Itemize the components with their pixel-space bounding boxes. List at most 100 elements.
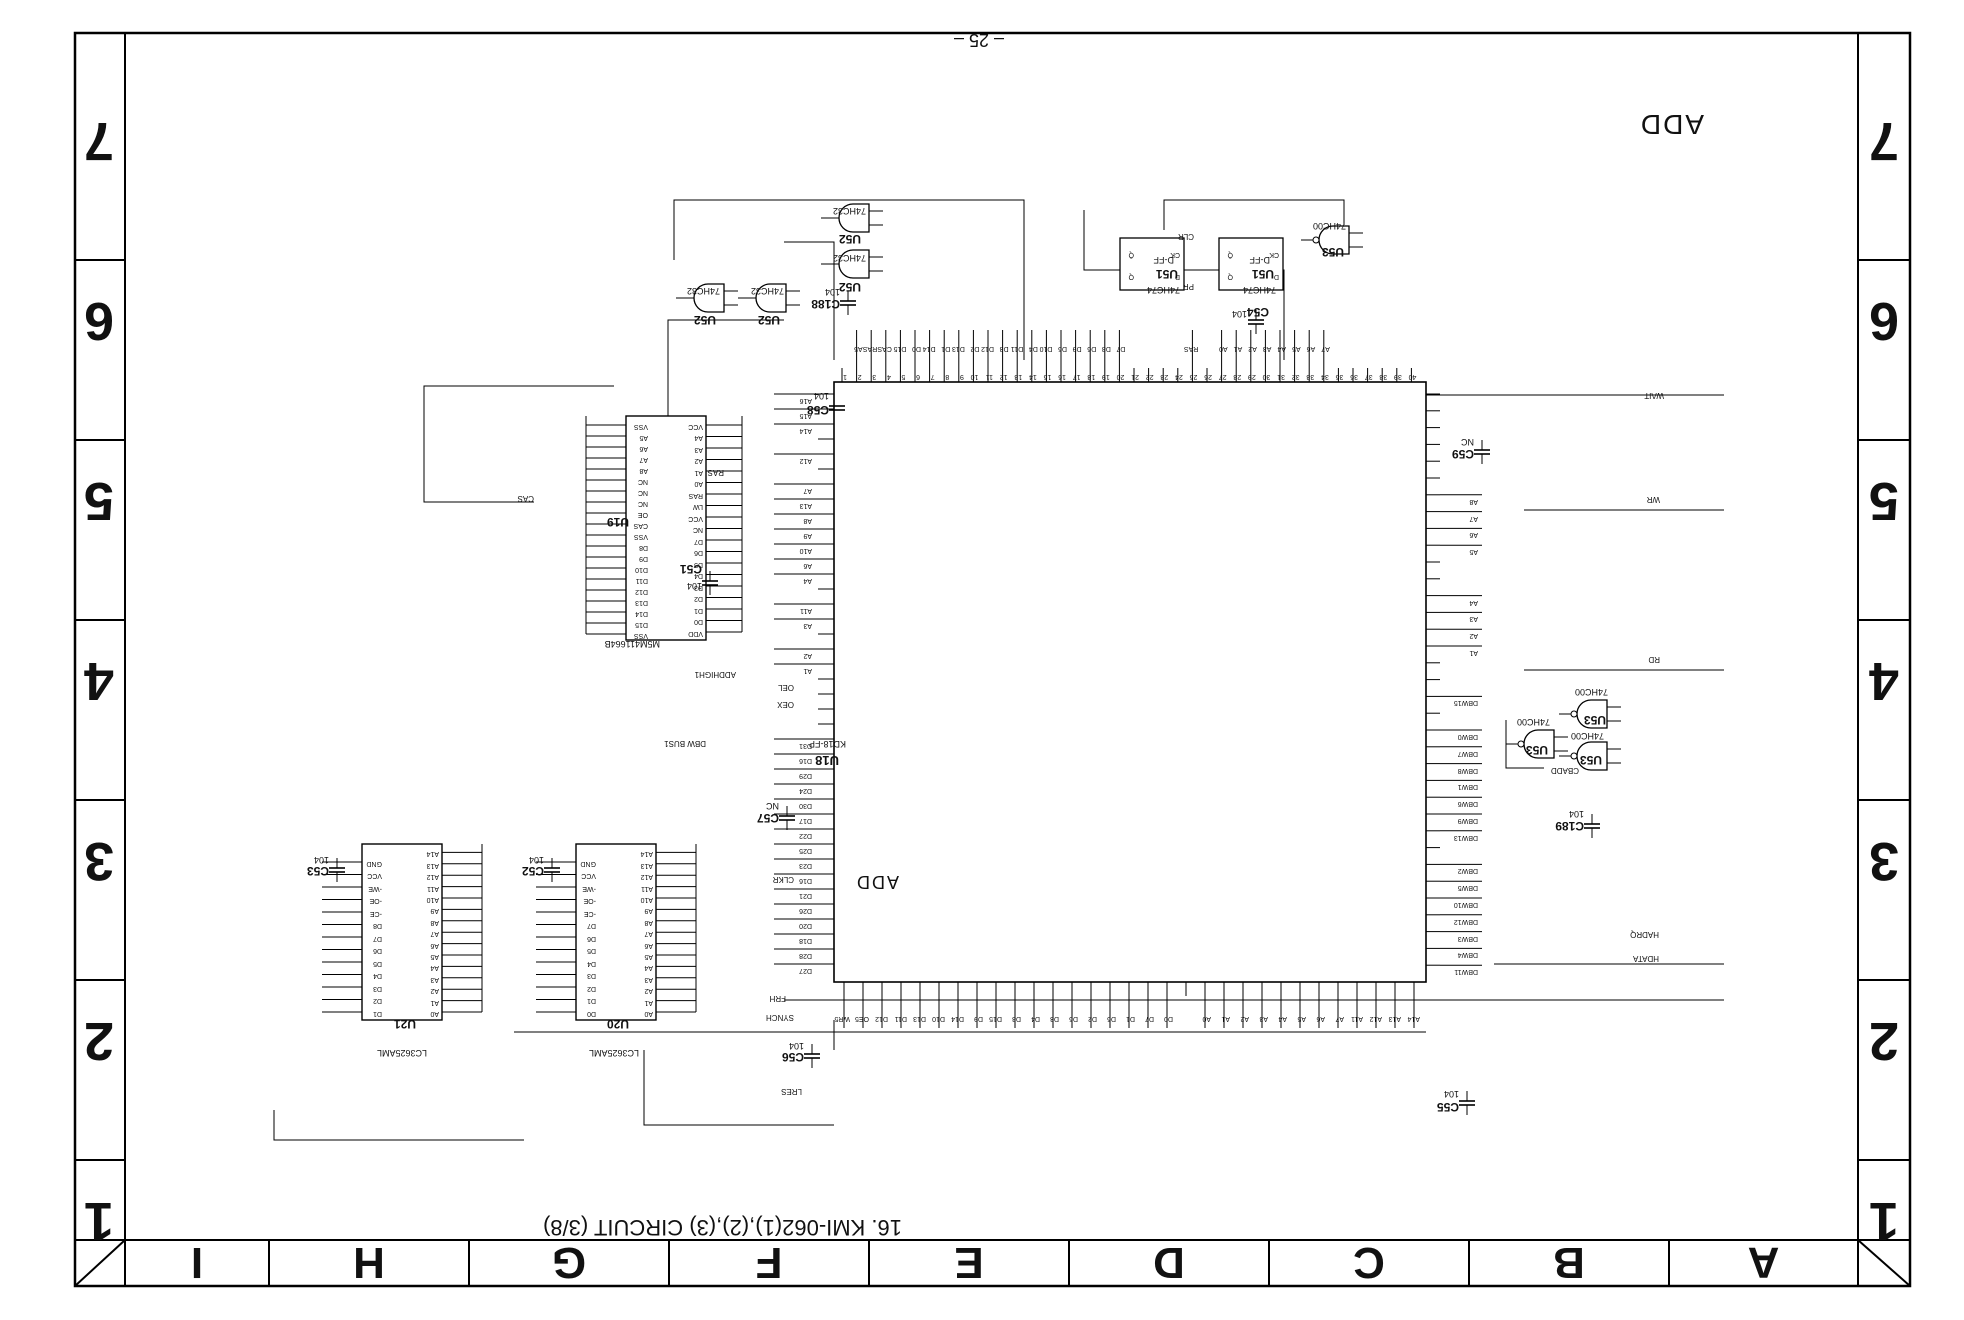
u19-left-pin-name: D7: [694, 538, 703, 545]
u18-top-net: D8: [1101, 345, 1111, 352]
u18-top-net: CAS: [877, 345, 892, 352]
u18-left-net: DBW11: [1454, 968, 1478, 976]
u19-left-pin-name: A1: [694, 469, 703, 476]
signal-cas: CAS: [517, 494, 534, 503]
u18-bottom-net: A11: [1351, 1015, 1363, 1022]
u18-top-pin-no: 8: [945, 373, 950, 380]
u18-center-label: ADD: [854, 872, 899, 892]
u19-left-pin-name: D0: [694, 618, 703, 626]
u18-ref: U18: [815, 753, 839, 768]
u18-right-net: D25: [799, 847, 812, 854]
u18-left-net: DBW13: [1453, 833, 1478, 841]
u18-top-pin-no: 38: [1379, 373, 1388, 380]
component-bodies: [329, 203, 1608, 1106]
u18-bottom-net: D9: [974, 1015, 983, 1022]
u18-top-pin-no: 16: [1058, 373, 1066, 380]
u53b-ref: U53: [1579, 753, 1602, 767]
u20-body: [575, 843, 657, 1021]
u18-left-net: A4: [1469, 598, 1478, 606]
u21-right-pin-name: D3: [373, 985, 382, 992]
u18-left-net: DBW15: [1453, 699, 1478, 707]
u18-left-net: DBW10: [1453, 901, 1478, 908]
col-zone-A: A: [1747, 1238, 1780, 1287]
u18-top-pin-no: 25: [1189, 373, 1198, 380]
u18-top-pin-no: 31: [1277, 373, 1285, 380]
u21-right-pin-name: VCC: [367, 872, 382, 880]
u18-bottom-net: A0: [1202, 1015, 1211, 1022]
u18-top-pin-no: 21: [1131, 373, 1139, 380]
u18-left-net: A6: [1469, 531, 1478, 539]
u18-top-pin-no: 33: [1306, 373, 1315, 380]
u51b-pin-name: Q̄: [1128, 251, 1134, 258]
u21-right-pin-name: D8: [373, 922, 382, 930]
u18-right-net: A14: [799, 427, 812, 434]
u19-left-pin-name: A4: [694, 434, 703, 442]
u52d-body: [693, 283, 725, 313]
u18-top-net: A7: [1321, 345, 1330, 352]
u20-left-pin-name: A13: [640, 861, 653, 869]
signal-frh: FRH: [769, 994, 786, 1003]
u18-top-pin-no: 30: [1262, 373, 1271, 380]
u52a-part: 74HC32: [832, 253, 866, 263]
u21-ref: U21: [393, 1017, 416, 1031]
u20-right-pin-name: -OE: [583, 897, 596, 905]
page-number: – 25 –: [953, 30, 1004, 50]
u18-right-net: A9: [803, 532, 812, 539]
u18-part: KD18-FP: [808, 739, 846, 749]
u18-right-net: A6: [803, 562, 812, 569]
signal-wait: WAIT: [1644, 391, 1664, 400]
u18-bottom-net: D5: [1069, 1015, 1078, 1022]
u52b-part: 74HC32: [832, 206, 866, 216]
u18-top-pin-no: 4: [886, 373, 891, 380]
u18-top-pin-no: 23: [1160, 373, 1169, 380]
u18-left-net: DBW4: [1457, 951, 1478, 959]
c53-ref: C53: [306, 864, 329, 878]
signal-lres: LRES: [781, 1087, 802, 1096]
u18-top-pin-no: 37: [1364, 373, 1373, 380]
signal-rd: RD: [1648, 655, 1660, 664]
u51a-type: D-FF: [1249, 255, 1271, 265]
u20-left-pin-name: A11: [641, 884, 653, 892]
u52d-part: 74HC32: [686, 286, 720, 296]
col-zone-I: I: [190, 1238, 204, 1287]
ras-u52-route: [667, 319, 784, 458]
u19-part: M5M411664B: [604, 639, 660, 649]
u18-right-net: A10: [799, 547, 812, 554]
u18-bottom-net: D6: [1107, 1015, 1116, 1022]
u52c-ref: U52: [757, 313, 780, 327]
u19-ref: U19: [606, 515, 629, 529]
u19-left-pin-name: D5: [694, 561, 703, 568]
u19-right-pin-name: D15: [635, 621, 648, 628]
col-zone-E: E: [954, 1238, 984, 1287]
u18-top-pin-no: 40: [1408, 373, 1417, 380]
ff-clock-route: [1163, 199, 1345, 230]
u19-right-pin-name: D13: [635, 599, 648, 606]
u19-right-pin-name: A8: [639, 467, 648, 474]
u18-right-net: D20: [799, 922, 812, 929]
u21-left-pin-name: A13: [426, 861, 439, 869]
u18-top-net: D12: [981, 345, 994, 352]
col-zone-D: D: [1153, 1238, 1185, 1287]
u18-bottom-net: A3: [1259, 1015, 1268, 1022]
u21-left-pin-name: A0: [430, 1010, 439, 1017]
u53a-bubble: [1312, 236, 1320, 244]
u19-left-pin-name: D2: [694, 595, 703, 603]
u18-top-pin-no: 27: [1218, 373, 1227, 380]
u20-right-pin-name: D6: [587, 935, 596, 942]
u18-top-pin-no: 14: [1029, 373, 1037, 380]
u18-bottom-net: D15: [989, 1015, 1002, 1022]
signal-dbwbus: DBW BUS1: [664, 739, 706, 748]
u18-top-pin-no: 32: [1291, 373, 1300, 380]
u20-left-pin-name: A5: [644, 953, 653, 960]
u19-right-pin-name: VSS: [633, 533, 648, 540]
u18-top-pin-no: 12: [999, 373, 1008, 380]
row-zone-1-left: 1: [1868, 1191, 1900, 1251]
u19-right-pin-name: NC: [637, 478, 648, 485]
u19-right-pin-name: D11: [635, 577, 648, 584]
u19-body: [625, 415, 707, 641]
u21-left-pin-name: A12: [426, 873, 439, 881]
row-zone-2-left: 2: [1868, 1011, 1900, 1071]
u18-bottom-net: D3: [1050, 1015, 1059, 1022]
c57-ref: C57: [756, 811, 779, 825]
